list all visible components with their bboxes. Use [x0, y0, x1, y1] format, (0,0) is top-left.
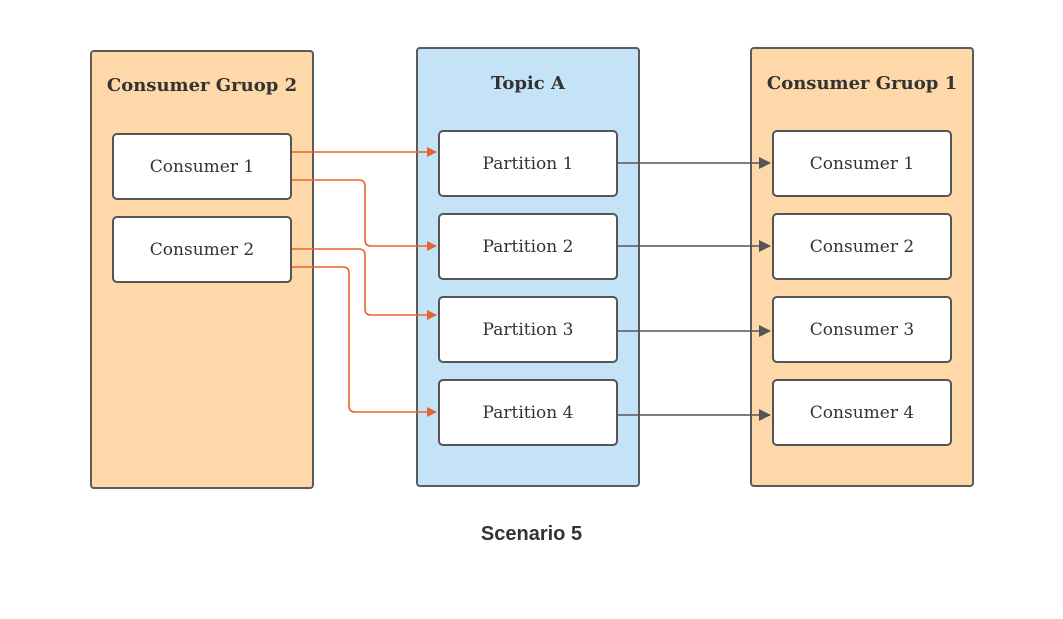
cg1-consumer-2-node: Consumer 2	[772, 213, 952, 280]
partition-4-node: Partition 4	[438, 379, 618, 446]
consumer-group-1-title: Consumer Gruop 1	[766, 73, 958, 94]
cg1-consumer-1-node: Consumer 1	[772, 130, 952, 197]
partition-3-node: Partition 3	[438, 296, 618, 363]
consumer-group-2-title: Consumer Gruop 2	[106, 75, 298, 96]
topic-a-title: Topic A	[491, 73, 565, 94]
cg1-consumer-3-node: Consumer 3	[772, 296, 952, 363]
cg2-consumer-2-node: Consumer 2	[112, 216, 292, 283]
partition-1-node: Partition 1	[438, 130, 618, 197]
cg2-consumer-1-node: Consumer 1	[112, 133, 292, 200]
cg1-consumer-4-node: Consumer 4	[772, 379, 952, 446]
partition-2-node: Partition 2	[438, 213, 618, 280]
diagram-caption: Scenario 5	[480, 523, 583, 545]
